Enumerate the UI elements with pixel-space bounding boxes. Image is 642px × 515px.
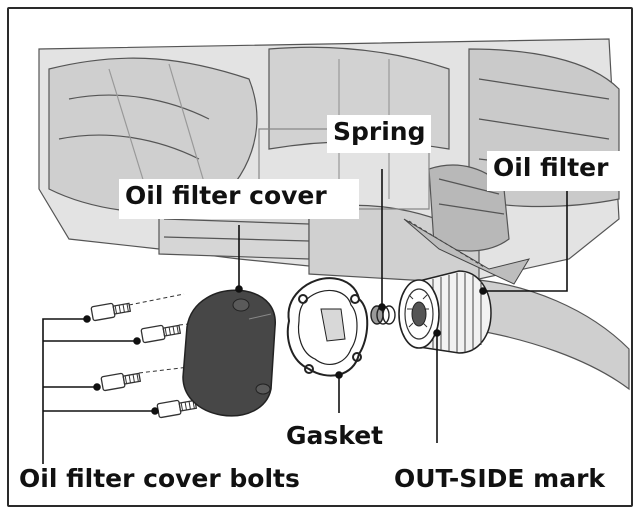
bolt	[156, 399, 198, 419]
gasket	[286, 277, 369, 377]
spring-label-bg	[327, 115, 431, 153]
oil-filter	[398, 270, 492, 354]
callout-lines	[42, 169, 568, 464]
spring-label: Spring	[333, 117, 426, 146]
out-side-mark-label: OUT-SIDE mark	[394, 464, 606, 493]
oil-filter-cover-bolts-label: Oil filter cover bolts	[19, 464, 300, 493]
oil-filter-label: Oil filter	[493, 153, 609, 182]
gasket-label: Gasket	[286, 421, 384, 450]
diagram-frame: Spring Oil filter Oil filter cover Gaske…	[7, 7, 633, 507]
bolt	[140, 324, 182, 344]
oil-filter-cover-label: Oil filter cover	[125, 181, 327, 210]
bolt	[90, 302, 132, 322]
filter-housing	[403, 218, 531, 285]
oil-filter-label-bg	[487, 151, 623, 191]
oil-filter-cover-label-bg	[119, 179, 359, 219]
spring	[370, 305, 396, 325]
oil-filter-cover	[182, 289, 276, 417]
bolt	[100, 372, 142, 392]
